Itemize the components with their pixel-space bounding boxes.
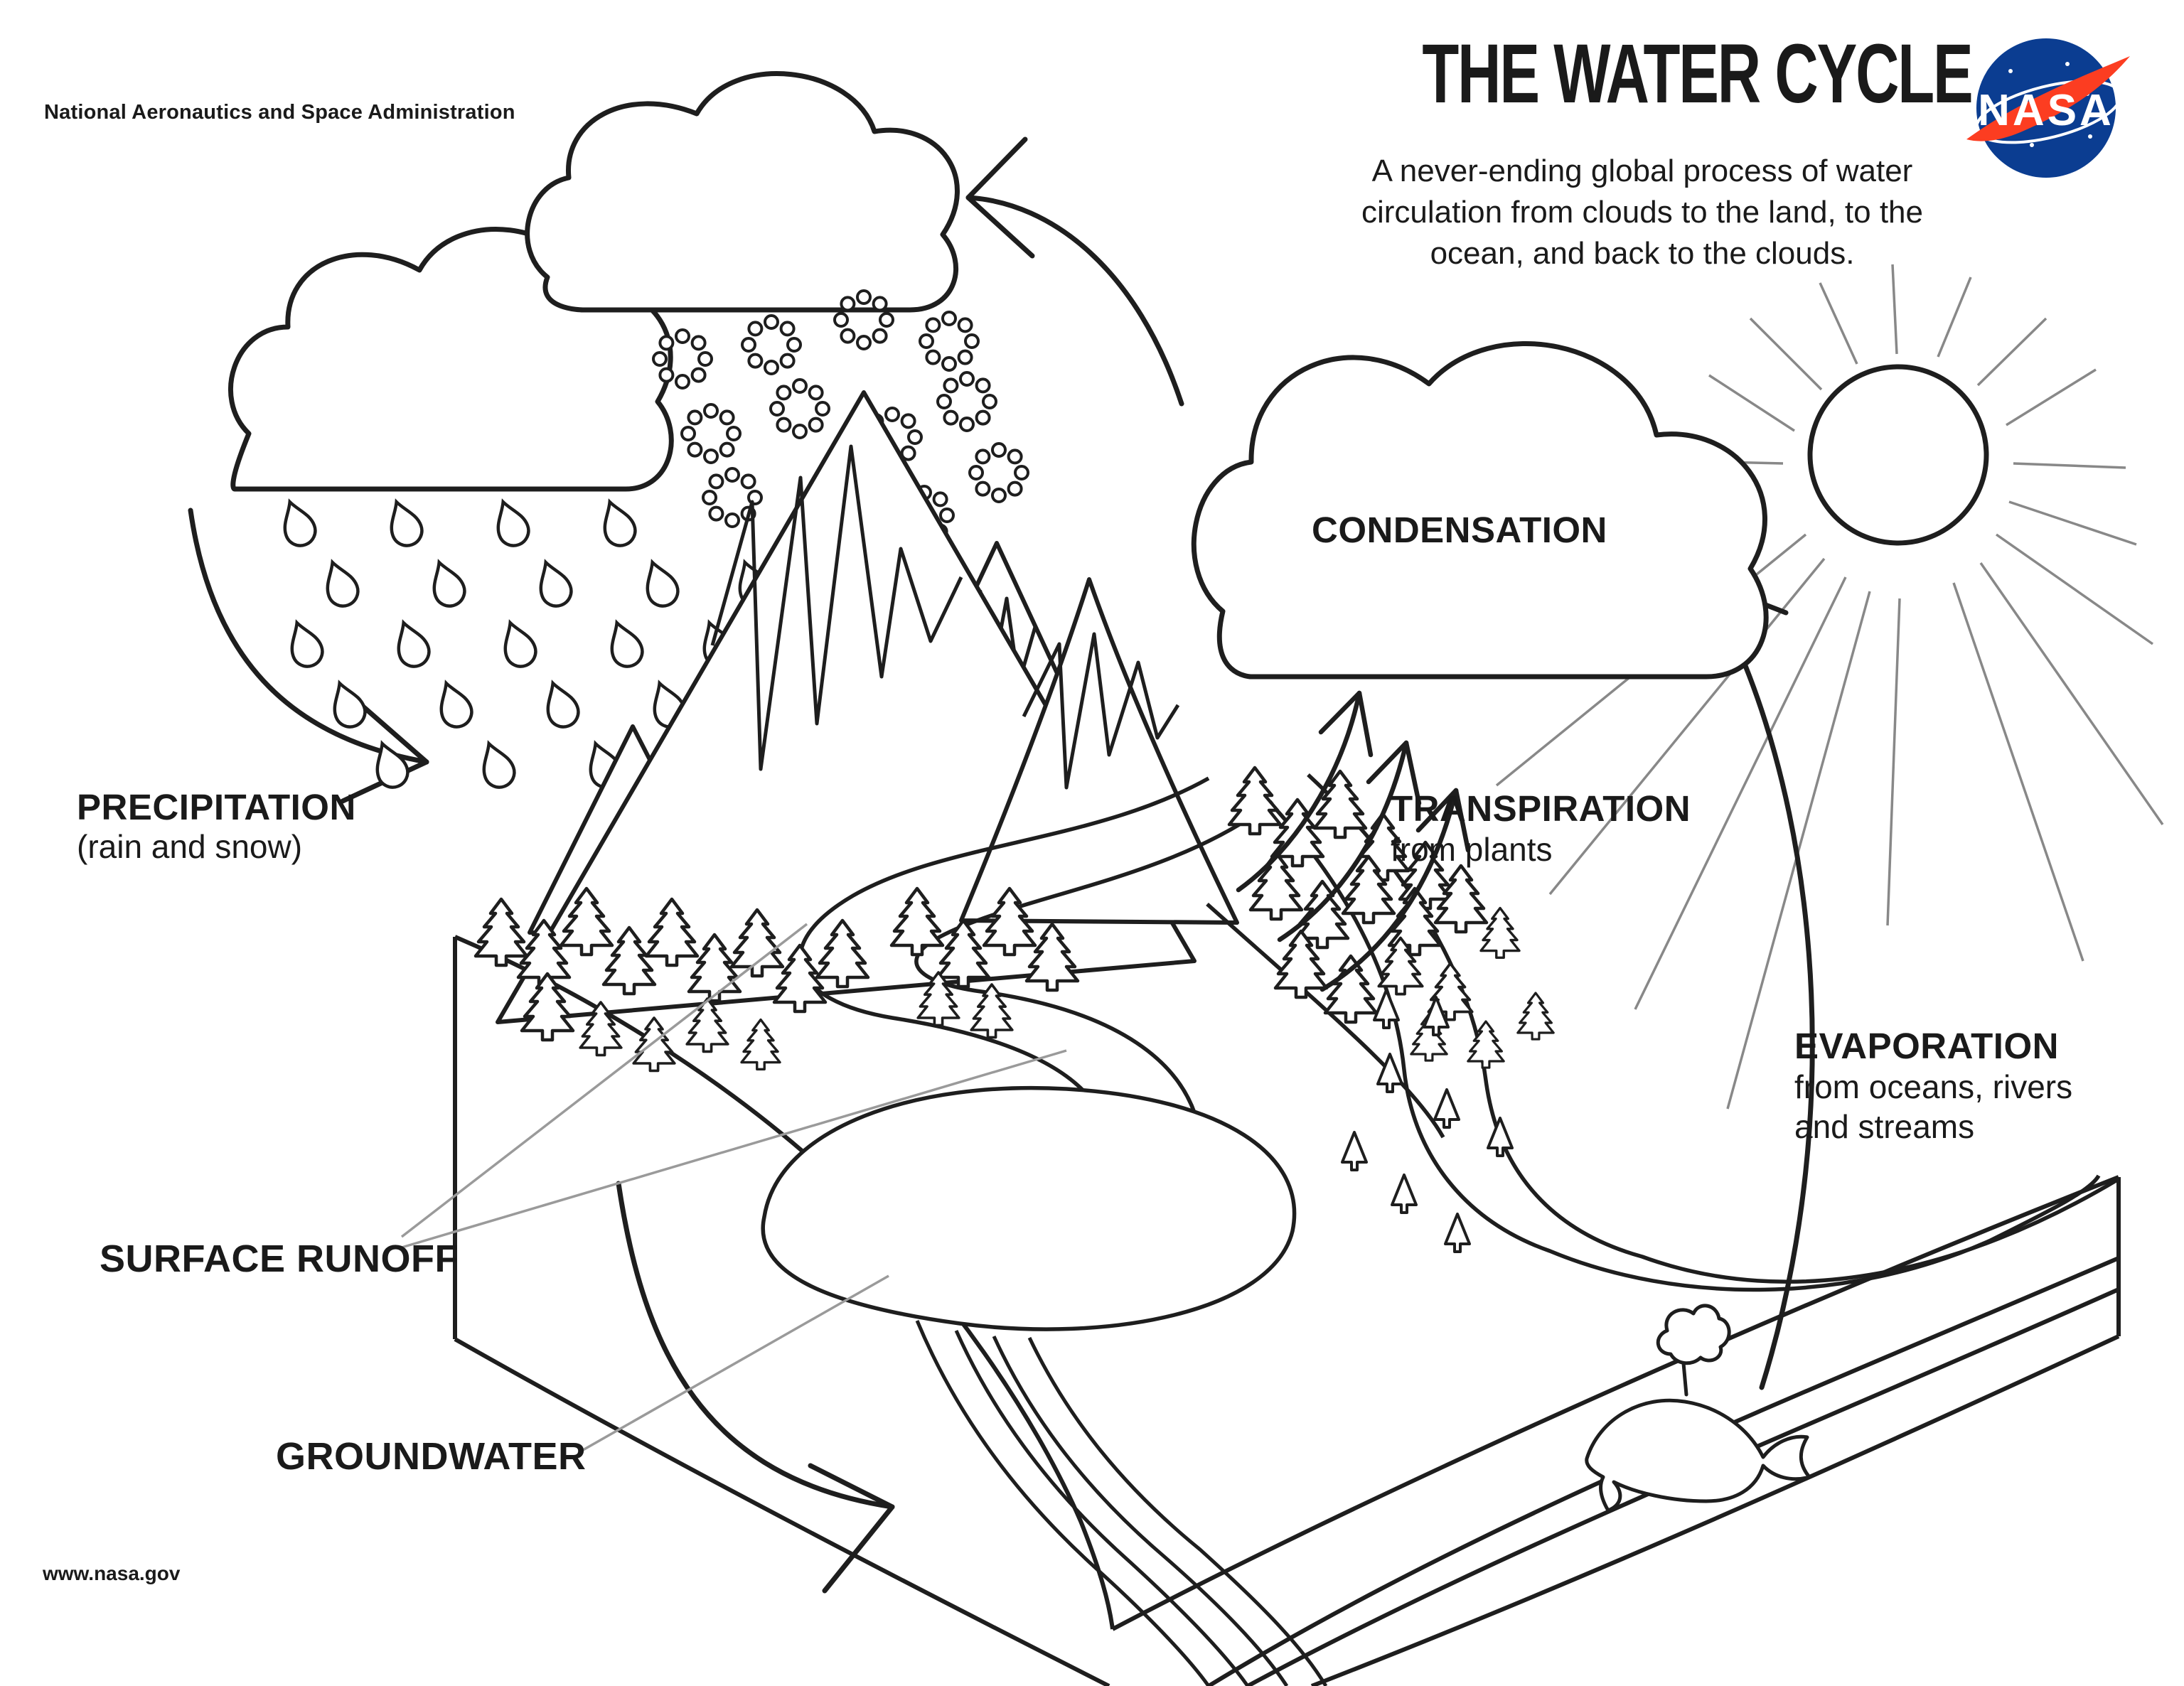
evaporation-arrow — [1702, 579, 1815, 1390]
agency-name: National Aeronautics and Space Administr… — [44, 101, 515, 124]
label-evaporation-sub: from oceans, rivers — [1794, 1068, 2073, 1105]
mountain-icon — [959, 577, 1239, 925]
pond-icon — [761, 1085, 1297, 1331]
groundwater-stream-icon — [915, 1320, 1328, 1686]
leader-lines — [400, 923, 1067, 1451]
label-surface-runoff: SURFACE RUNOFF — [100, 1237, 459, 1280]
label-precipitation-sub: (rain and snow) — [77, 828, 303, 865]
subtitle-line: ocean, and back to the clouds. — [1430, 236, 1855, 271]
label-evaporation: EVAPORATION — [1794, 1026, 2059, 1066]
page-title: THE WATER CYCLE — [1422, 27, 1973, 121]
nasa-logo-swoosh — [1966, 56, 2130, 141]
label-condensation: CONDENSATION — [1312, 510, 1607, 550]
page-subtitle: A never-ending global process of water c… — [1265, 151, 2019, 274]
label-groundwater: GROUNDWATER — [276, 1435, 587, 1478]
condensation-to-cloud-arrow — [965, 136, 1184, 407]
subtitle-line: A never-ending global process of water — [1371, 154, 1913, 188]
mountains — [496, 390, 1239, 1024]
land-block-icon — [453, 935, 2121, 1686]
transpiration-arrows — [1236, 690, 1471, 992]
nasa-url: www.nasa.gov — [43, 1562, 181, 1584]
nasa-logo: NASA — [1966, 38, 2130, 178]
snow-cloud-icon — [525, 71, 960, 313]
label-evaporation-sub: and streams — [1794, 1108, 1975, 1145]
subtitle-line: circulation from clouds to the land, to … — [1361, 195, 1923, 230]
groundwater-arrow — [616, 1181, 895, 1594]
nasa-logo-text: NASA — [1978, 86, 2114, 135]
condensation-cloud-icon — [1191, 341, 1769, 680]
label-precipitation: PRECIPITATION — [77, 787, 356, 827]
sun-icon — [1807, 364, 1989, 546]
whale-icon — [1585, 1304, 1811, 1513]
label-transpiration: TRANSPIRATION — [1391, 788, 1691, 829]
nasa-logo-orbit — [1975, 80, 2122, 144]
label-transpiration-sub: from plants — [1391, 831, 1553, 868]
